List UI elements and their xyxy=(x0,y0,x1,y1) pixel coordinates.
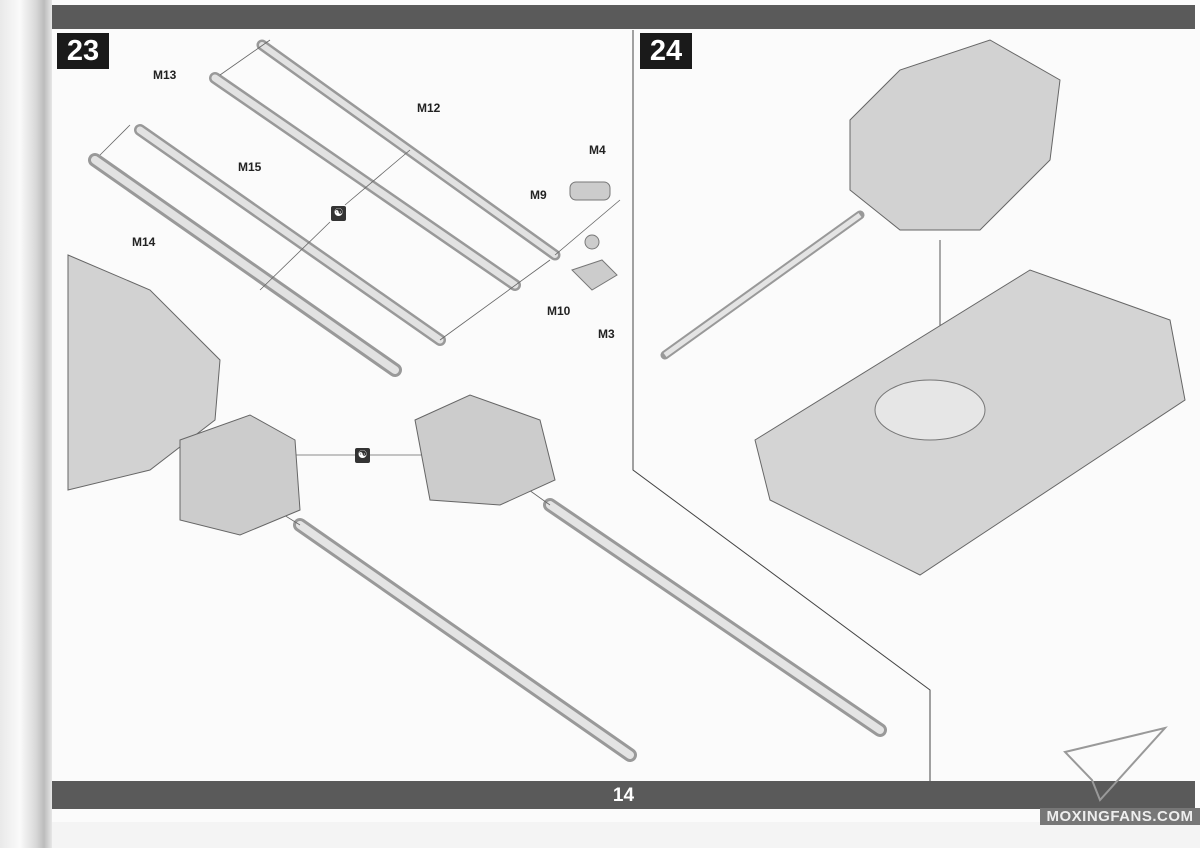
barrel-parts xyxy=(88,39,887,762)
small-parts xyxy=(569,181,618,291)
mantlet-cover xyxy=(414,394,556,506)
glue-icon: ☯ xyxy=(355,448,370,463)
step-23-number: 23 xyxy=(57,33,109,69)
watermark: MOXINGFANS.COM xyxy=(1040,808,1200,825)
glue-icon: ☯ xyxy=(331,206,346,221)
top-bar xyxy=(52,5,1195,29)
turret-body xyxy=(67,254,221,491)
label-m3: M3 xyxy=(598,327,615,341)
label-m15: M15 xyxy=(238,160,262,174)
step-divider xyxy=(632,30,931,781)
label-m13: M13 xyxy=(153,68,177,82)
label-m10: M10 xyxy=(547,304,571,318)
label-m9: M9 xyxy=(530,188,547,202)
binding-edge xyxy=(0,0,52,848)
bottom-bar: 14 xyxy=(52,781,1195,809)
step-24-number: 24 xyxy=(640,33,692,69)
gun-mantlet xyxy=(179,414,301,536)
label-m12: M12 xyxy=(417,101,441,115)
label-m4: M4 xyxy=(589,143,606,157)
label-m14: M14 xyxy=(132,235,156,249)
turret-top xyxy=(849,39,1061,231)
page-number: 14 xyxy=(612,785,635,806)
turret-ring xyxy=(874,379,986,441)
